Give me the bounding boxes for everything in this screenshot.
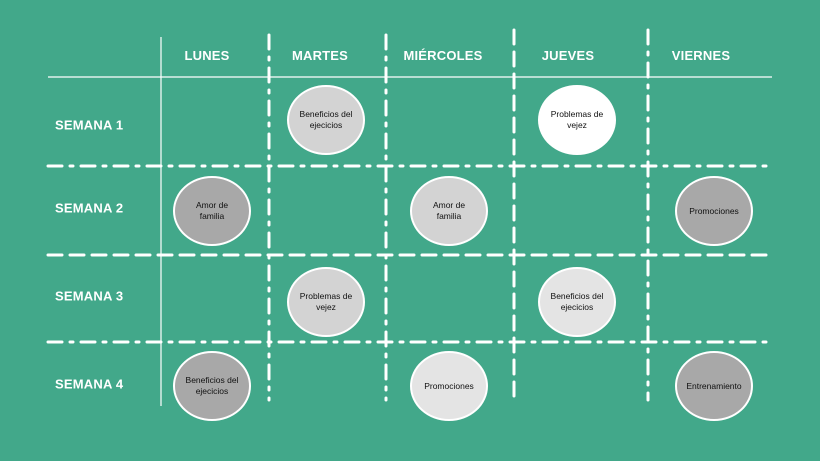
day-header-lunes: LUNES [184, 48, 230, 63]
day-header-miercoles: MIÉRCOLES [403, 48, 483, 63]
topic-circle: Amor de familia [410, 176, 488, 246]
week-label-2: SEMANA 2 [55, 200, 124, 216]
topic-circle: Amor de familia [173, 176, 251, 246]
topic-circle: Problemas de vejez [287, 267, 365, 337]
day-header-jueves: JUEVES [541, 48, 595, 63]
week-label-1: SEMANA 1 [55, 117, 124, 133]
topic-circle: Promociones [675, 176, 753, 246]
day-header-viernes: VIERNES [671, 48, 731, 63]
topic-circle: Beneficios del ejecicios [173, 351, 251, 421]
day-header-martes: MARTES [291, 48, 349, 63]
topic-circle: Promociones [410, 351, 488, 421]
topic-circle: Beneficios del ejecicios [287, 85, 365, 155]
topic-circle: Problemas de vejez [538, 85, 616, 155]
week-label-3: SEMANA 3 [55, 288, 124, 304]
topic-circle: Beneficios del ejecicios [538, 267, 616, 337]
topic-circle: Entrenamiento [675, 351, 753, 421]
week-label-4: SEMANA 4 [55, 376, 124, 392]
